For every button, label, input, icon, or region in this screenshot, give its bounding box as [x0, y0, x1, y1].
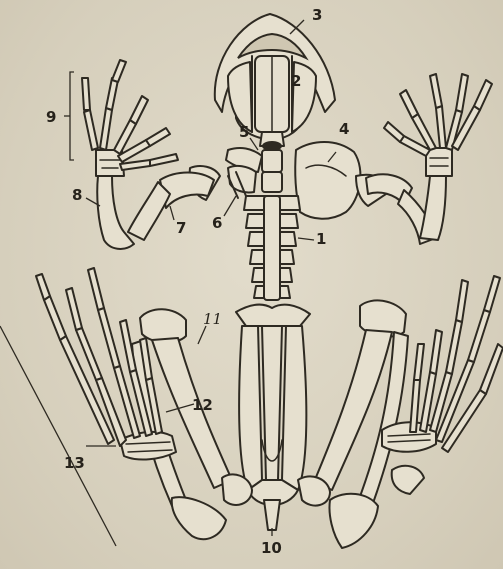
- label-4: 4: [339, 122, 349, 137]
- label-3: 3: [312, 8, 322, 23]
- label-10: 10: [261, 541, 282, 556]
- label-11: 11: [203, 312, 222, 327]
- right-forelimb: [366, 74, 492, 244]
- left-hindlimb: [36, 268, 252, 539]
- label-12: 12: [192, 398, 213, 413]
- label-6: 6: [212, 216, 222, 231]
- label-8: 8: [72, 188, 82, 203]
- label-13: 13: [64, 456, 85, 471]
- right-hindlimb: [298, 276, 503, 548]
- label-2: 2: [291, 74, 301, 89]
- skull: [215, 14, 335, 151]
- label-7: 7: [176, 221, 186, 236]
- left-forelimb: [82, 60, 214, 249]
- label-1: 1: [316, 232, 326, 247]
- label-9: 9: [46, 110, 56, 125]
- label-5: 5: [239, 125, 249, 140]
